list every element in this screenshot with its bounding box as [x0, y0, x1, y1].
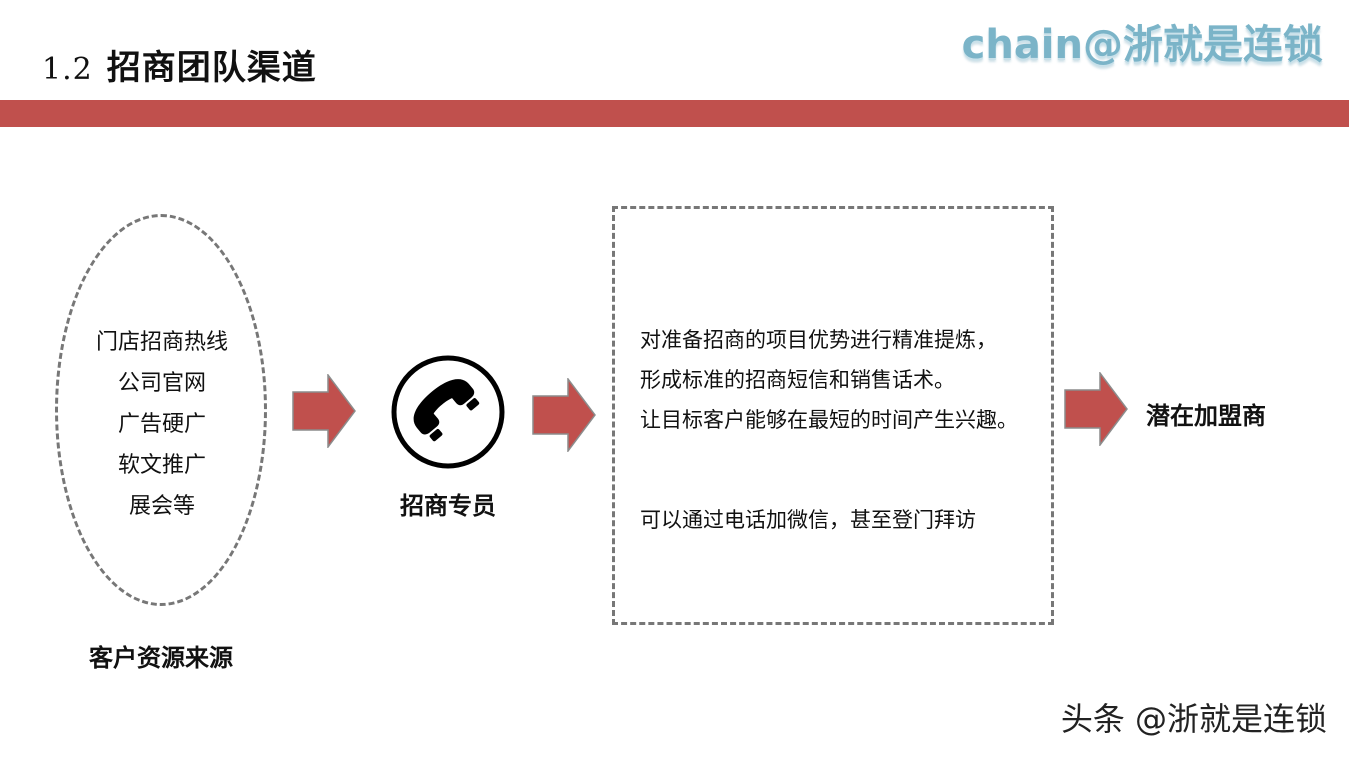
right-arrow-icon	[532, 378, 596, 452]
process-line: 对准备招商的项目优势进行精准提炼，	[640, 328, 997, 352]
page-title: 1.2 招商团队渠道	[42, 40, 317, 89]
section-title: 招商团队渠道	[106, 48, 317, 88]
target-caption: 潜在加盟商	[1146, 402, 1266, 430]
watermark: 头条 @浙就是连锁	[1060, 700, 1327, 738]
accent-band	[0, 100, 1349, 127]
source-item: 门店招商热线	[95, 330, 228, 355]
source-item: 公司官网	[117, 371, 206, 396]
brand-logo-text: chain@浙就是连锁	[961, 22, 1323, 68]
process-text: 对准备招商的项目优势进行精准提炼， 形成标准的招商短信和销售话术。 让目标客户能…	[640, 320, 1050, 540]
source-item: 广告硬广	[117, 412, 206, 437]
section-number: 1.2	[42, 52, 93, 87]
process-note: 可以通过电话加微信，甚至登门拜访	[640, 508, 976, 532]
process-line: 形成标准的招商短信和销售话术。	[640, 368, 955, 392]
right-arrow-icon	[1064, 372, 1128, 446]
agent-caption: 招商专员	[400, 492, 496, 520]
sources-list: 门店招商热线 公司官网 广告硬广 软文推广 展会等	[70, 322, 254, 527]
source-item: 软文推广	[117, 453, 206, 478]
process-line: 让目标客户能够在最短的时间产生兴趣。	[640, 408, 1018, 432]
telephone-icon	[391, 355, 505, 469]
spacer	[640, 440, 1050, 500]
sources-caption: 客户资源来源	[89, 644, 233, 672]
process-box	[612, 206, 1054, 625]
source-item: 展会等	[128, 494, 195, 519]
sources-ellipse	[55, 214, 267, 606]
right-arrow-icon	[292, 374, 356, 448]
